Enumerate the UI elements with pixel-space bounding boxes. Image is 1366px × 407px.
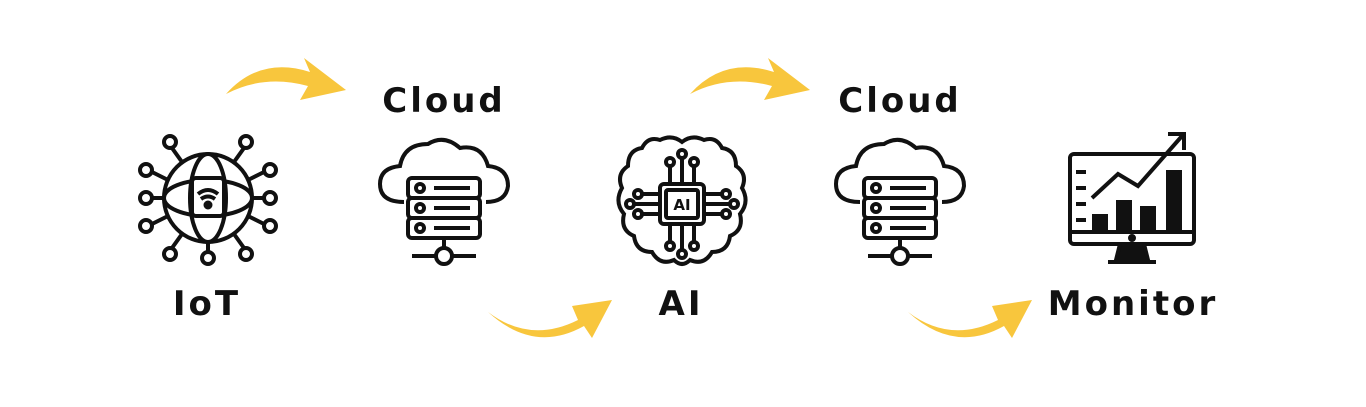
arrow-cloud-to-monitor [908, 300, 1032, 338]
arrow-ai-to-cloud [690, 58, 810, 100]
node-label-cloud-1: Cloud [382, 81, 506, 121]
node-label-cloud-2: Cloud [838, 81, 962, 121]
node-label-iot: IoT [172, 284, 242, 324]
node-label-ai: AI [658, 284, 704, 324]
ai-brain-chip-icon: AI [616, 135, 748, 266]
cloud-server-icon-2 [833, 137, 967, 266]
arrow-cloud-to-ai [488, 300, 612, 338]
cloud-server-icon-1 [377, 137, 511, 266]
node-label-monitor: Monitor [1047, 284, 1219, 324]
iot-globe-network-icon [138, 134, 278, 266]
monitor-chart-icon [1068, 132, 1196, 264]
arrow-iot-to-cloud [226, 58, 346, 100]
chip-text: AI [673, 196, 690, 214]
